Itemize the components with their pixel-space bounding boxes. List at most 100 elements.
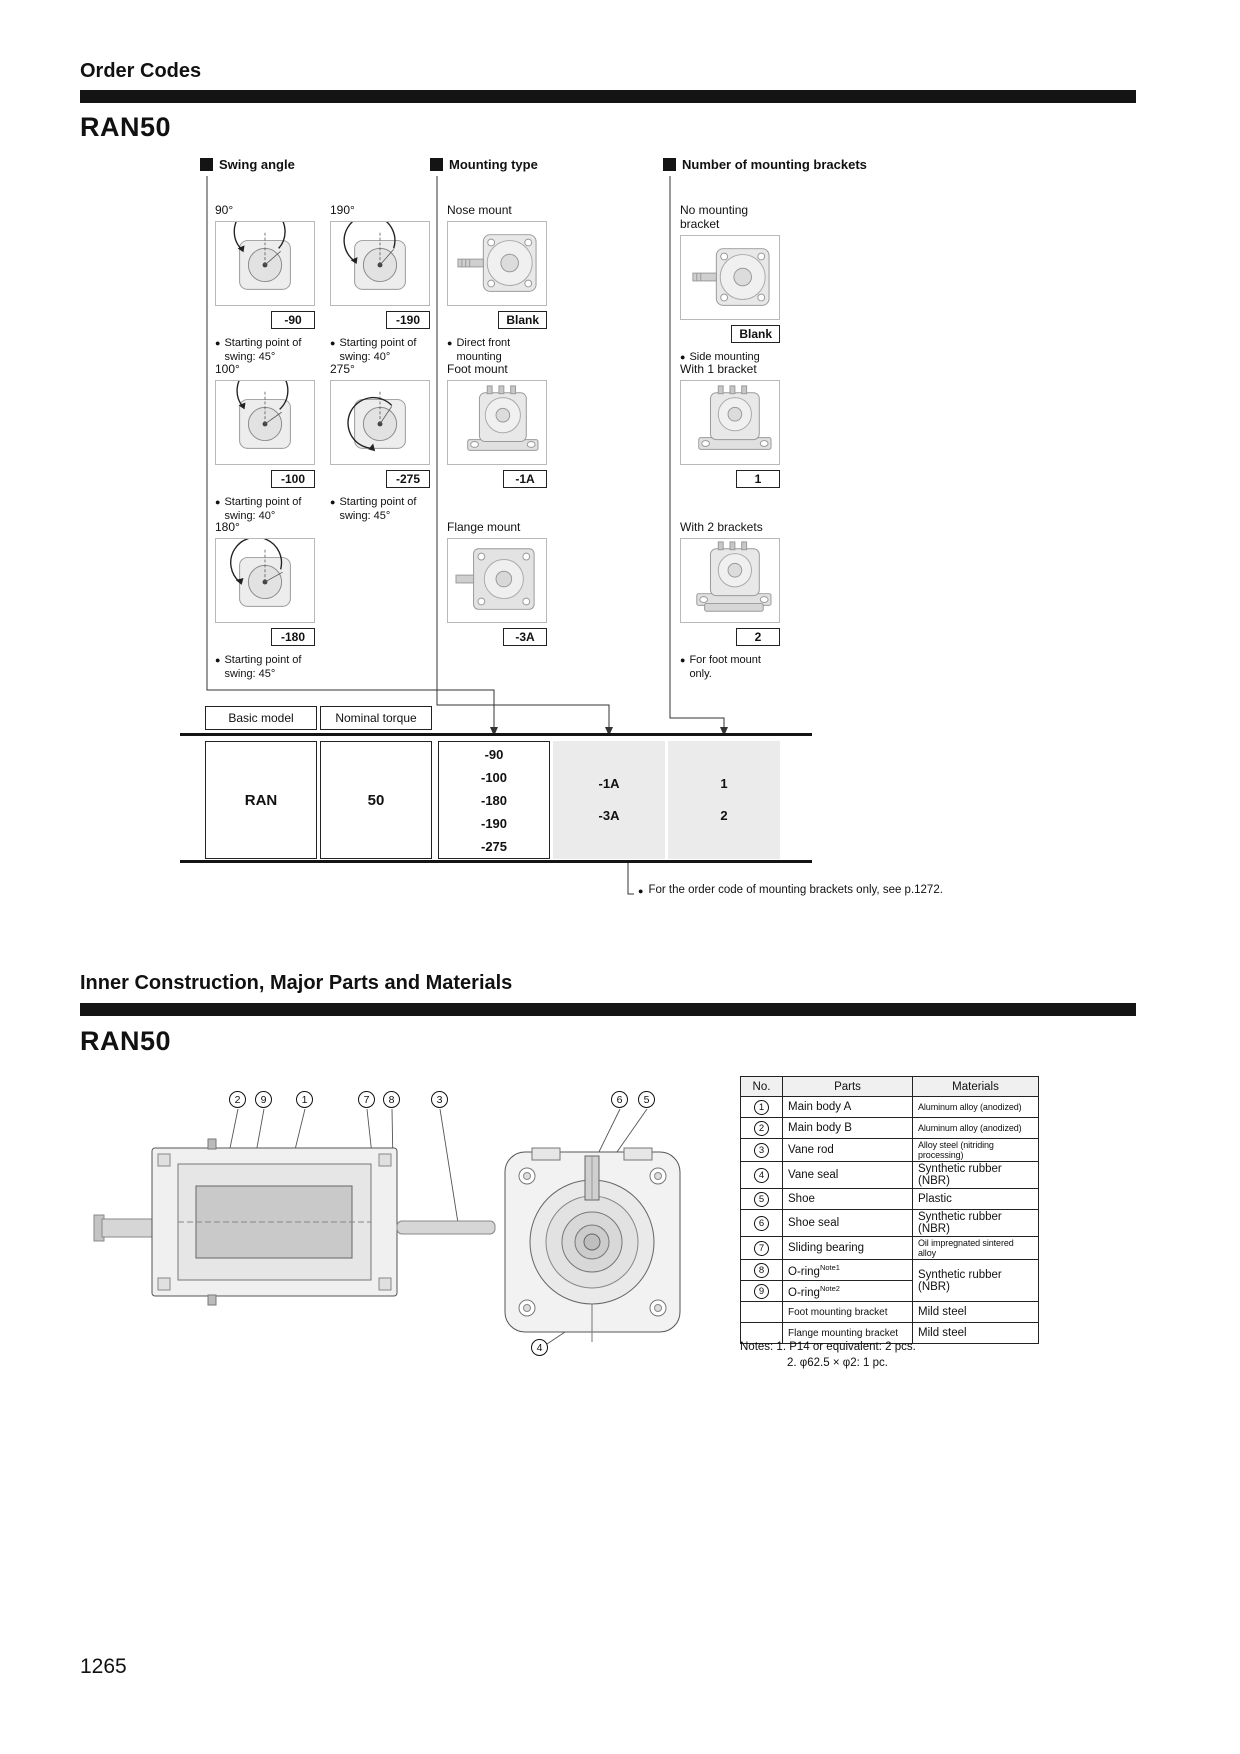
note-superscript: Note2 bbox=[819, 1283, 840, 1293]
col-materials: Materials bbox=[912, 1076, 1039, 1097]
swing-code: -90 bbox=[271, 311, 315, 329]
mount-code: Blank bbox=[498, 311, 547, 329]
swing-angle-value: 90° bbox=[215, 203, 234, 217]
side-view-diagram bbox=[93, 1138, 496, 1306]
swing-angle-image bbox=[230, 539, 291, 607]
flange-mount-imagebox bbox=[447, 538, 547, 623]
nose-mount-image bbox=[457, 234, 537, 292]
swing-note: Starting point of swing: 45° bbox=[215, 653, 321, 682]
swing-note: Starting point of swing: 40° bbox=[330, 336, 436, 365]
inner-construction-rule bbox=[80, 1003, 1136, 1016]
callout-1: 1 bbox=[296, 1091, 313, 1108]
part-name: Shoe bbox=[782, 1188, 913, 1210]
bullet-icon bbox=[680, 653, 685, 682]
swing-option-190: 190° -190 Starting point of swing: 40° bbox=[330, 203, 430, 365]
swing-note: Starting point of swing: 45° bbox=[215, 336, 321, 365]
bracket-code: 1 bbox=[736, 470, 780, 488]
part-name: Vane seal bbox=[782, 1161, 913, 1189]
part-material: Synthetic rubber (NBR) bbox=[912, 1161, 1039, 1189]
front-view-diagram bbox=[504, 1147, 681, 1342]
order-codes-rule bbox=[80, 90, 1136, 103]
swing-code: -190 bbox=[386, 311, 430, 329]
bracket-note: Side mounting bbox=[680, 350, 786, 365]
col-no: No. bbox=[740, 1076, 783, 1097]
parts-row: 4 Vane seal Synthetic rubber (NBR) bbox=[740, 1161, 1039, 1189]
no-bracket-image bbox=[692, 248, 770, 306]
part-material: Aluminum alloy (anodized) bbox=[912, 1096, 1039, 1118]
parts-materials-table: No. Parts Materials 1 Main body A Alumin… bbox=[740, 1076, 1039, 1344]
part-name: Shoe seal bbox=[782, 1209, 913, 1237]
mount-option-flange: Flange mount -3A bbox=[447, 520, 547, 646]
order-codes-title: Order Codes bbox=[80, 60, 202, 82]
nominal-torque-label: Nominal torque bbox=[320, 706, 432, 730]
part-material: Aluminum alloy (anodized) bbox=[912, 1117, 1039, 1139]
parts-row: 1 Main body A Aluminum alloy (anodized) bbox=[740, 1096, 1039, 1118]
model-heading-inner: RAN50 bbox=[80, 1026, 172, 1056]
bullet-icon bbox=[330, 336, 335, 365]
part-number-badge: 2 bbox=[754, 1120, 769, 1136]
part-material: Plastic bbox=[912, 1188, 1039, 1210]
foot-mount-imagebox bbox=[447, 380, 547, 465]
swing-90-imagebox bbox=[215, 221, 315, 306]
part-number-badge: 6 bbox=[754, 1215, 769, 1231]
part-material: Synthetic rubber (NBR) bbox=[912, 1209, 1039, 1237]
bracket-codes-cell: 1 2 bbox=[668, 741, 780, 859]
swing-angle-value: 275° bbox=[330, 362, 355, 376]
swing-note: Starting point of swing: 40° bbox=[215, 495, 321, 524]
table-top-rule bbox=[180, 733, 812, 736]
part-number-badge: 8 bbox=[754, 1262, 769, 1278]
part-number-badge: 3 bbox=[754, 1142, 769, 1158]
nose-mount-imagebox bbox=[447, 221, 547, 306]
part-number-badge: 5 bbox=[754, 1191, 769, 1207]
mount-option-nose: Nose mount Blank Direct front mounting bbox=[447, 203, 547, 365]
order-code-connector-lines bbox=[206, 176, 728, 895]
parts-row: 2 Main body B Aluminum alloy (anodized) bbox=[740, 1117, 1039, 1139]
brackets-header-label: Number of mounting brackets bbox=[682, 157, 867, 172]
part-name: Sliding bearing bbox=[782, 1236, 913, 1260]
inner-construction-diagrams bbox=[93, 1108, 681, 1345]
swing-angle-value: 100° bbox=[215, 362, 240, 376]
parts-table-header-row: No. Parts Materials bbox=[740, 1076, 1039, 1097]
parts-row: 7 Sliding bearing Oil impregnated sinter… bbox=[740, 1236, 1039, 1260]
bracket-option-label: With 2 brackets bbox=[680, 520, 763, 534]
mount-code: -3A bbox=[503, 628, 547, 646]
swing-190-imagebox bbox=[330, 221, 430, 306]
swing-code: -100 bbox=[271, 470, 315, 488]
callout-7: 7 bbox=[358, 1091, 375, 1108]
parts-row: Foot mounting bracket Mild steel bbox=[740, 1301, 1039, 1323]
swing-180-imagebox bbox=[215, 538, 315, 623]
callout-4: 4 bbox=[531, 1339, 548, 1356]
bullet-icon bbox=[215, 653, 220, 682]
swing-option-180: 180° -180 Starting point of swing: 45° bbox=[215, 520, 315, 682]
parts-row: Flange mounting bracket Mild steel bbox=[740, 1322, 1039, 1344]
part-number-badge: 4 bbox=[754, 1167, 769, 1183]
bracket-option-two: With 2 brackets 2 For foot mount only. bbox=[680, 520, 780, 682]
mount-code: -1A bbox=[503, 470, 547, 488]
page-number: 1265 bbox=[80, 1655, 127, 1678]
mount-type-label: Foot mount bbox=[447, 362, 508, 376]
two-bracket-imagebox bbox=[680, 538, 780, 623]
part-material: Mild steel bbox=[912, 1301, 1039, 1323]
bullet-icon bbox=[215, 336, 220, 365]
swing-angle-value: 190° bbox=[330, 203, 355, 217]
swing-option-275: 275° -275 Starting point of swing: 45° bbox=[330, 362, 430, 524]
part-name: Main body B bbox=[782, 1117, 913, 1139]
two-bracket-image bbox=[696, 541, 772, 612]
bracket-option-label: With 1 bracket bbox=[680, 362, 757, 376]
swing-angle-image bbox=[236, 381, 291, 449]
brackets-footnote: For the order code of mounting brackets … bbox=[638, 884, 943, 899]
basic-model-label: Basic model bbox=[205, 706, 317, 730]
inner-construction-title: Inner Construction, Major Parts and Mate… bbox=[80, 972, 513, 994]
swing-angle-header: Swing angle bbox=[200, 157, 295, 172]
parts-row: 5 Shoe Plastic bbox=[740, 1188, 1039, 1210]
parts-note-1: Notes: 1. P14 or equivalent: 2 pcs. bbox=[740, 1341, 916, 1353]
parts-row: 6 Shoe seal Synthetic rubber (NBR) bbox=[740, 1209, 1039, 1237]
mount-type-label: Nose mount bbox=[447, 203, 512, 217]
part-number-badge: 9 bbox=[754, 1283, 769, 1299]
model-heading-order: RAN50 bbox=[80, 112, 172, 142]
part-number-badge: 1 bbox=[754, 1099, 769, 1115]
parts-note-2: 2. φ62.5 × φ2: 1 pc. bbox=[787, 1357, 888, 1369]
basic-model-cell: RAN bbox=[205, 741, 317, 859]
callout-8: 8 bbox=[383, 1091, 400, 1108]
